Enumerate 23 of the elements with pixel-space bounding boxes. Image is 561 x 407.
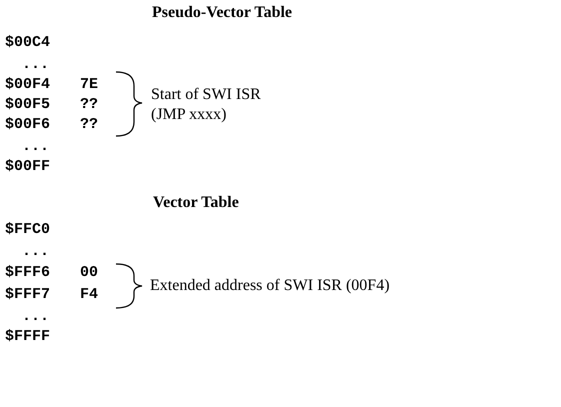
ellipsis: ... [22, 308, 50, 326]
memory-address: $00F4 [5, 76, 50, 94]
annotation: (JMP xxxx) [151, 106, 226, 124]
ellipsis: ... [22, 138, 50, 156]
memory-address: $00F6 [5, 116, 50, 134]
table-heading: Pseudo-Vector Table [152, 4, 292, 22]
memory-value: ?? [80, 96, 98, 114]
ellipsis: ... [22, 243, 50, 261]
memory-value: F4 [80, 286, 98, 304]
annotation: Start of SWI ISR [151, 86, 261, 104]
annotation: Extended address of SWI ISR (00F4) [150, 277, 390, 295]
memory-address: $00FF [5, 158, 50, 176]
memory-address: $FFF6 [5, 264, 50, 282]
memory-value: 00 [80, 264, 98, 282]
memory-address: $FFFF [5, 328, 50, 346]
table-heading: Vector Table [153, 194, 239, 212]
memory-address: $00F5 [5, 96, 50, 114]
memory-value: 7E [80, 76, 98, 94]
ellipsis: ... [22, 56, 50, 74]
memory-address: $00C4 [5, 34, 50, 52]
memory-address: $FFC0 [5, 221, 50, 239]
memory-address: $FFF7 [5, 286, 50, 304]
memory-value: ?? [80, 116, 98, 134]
